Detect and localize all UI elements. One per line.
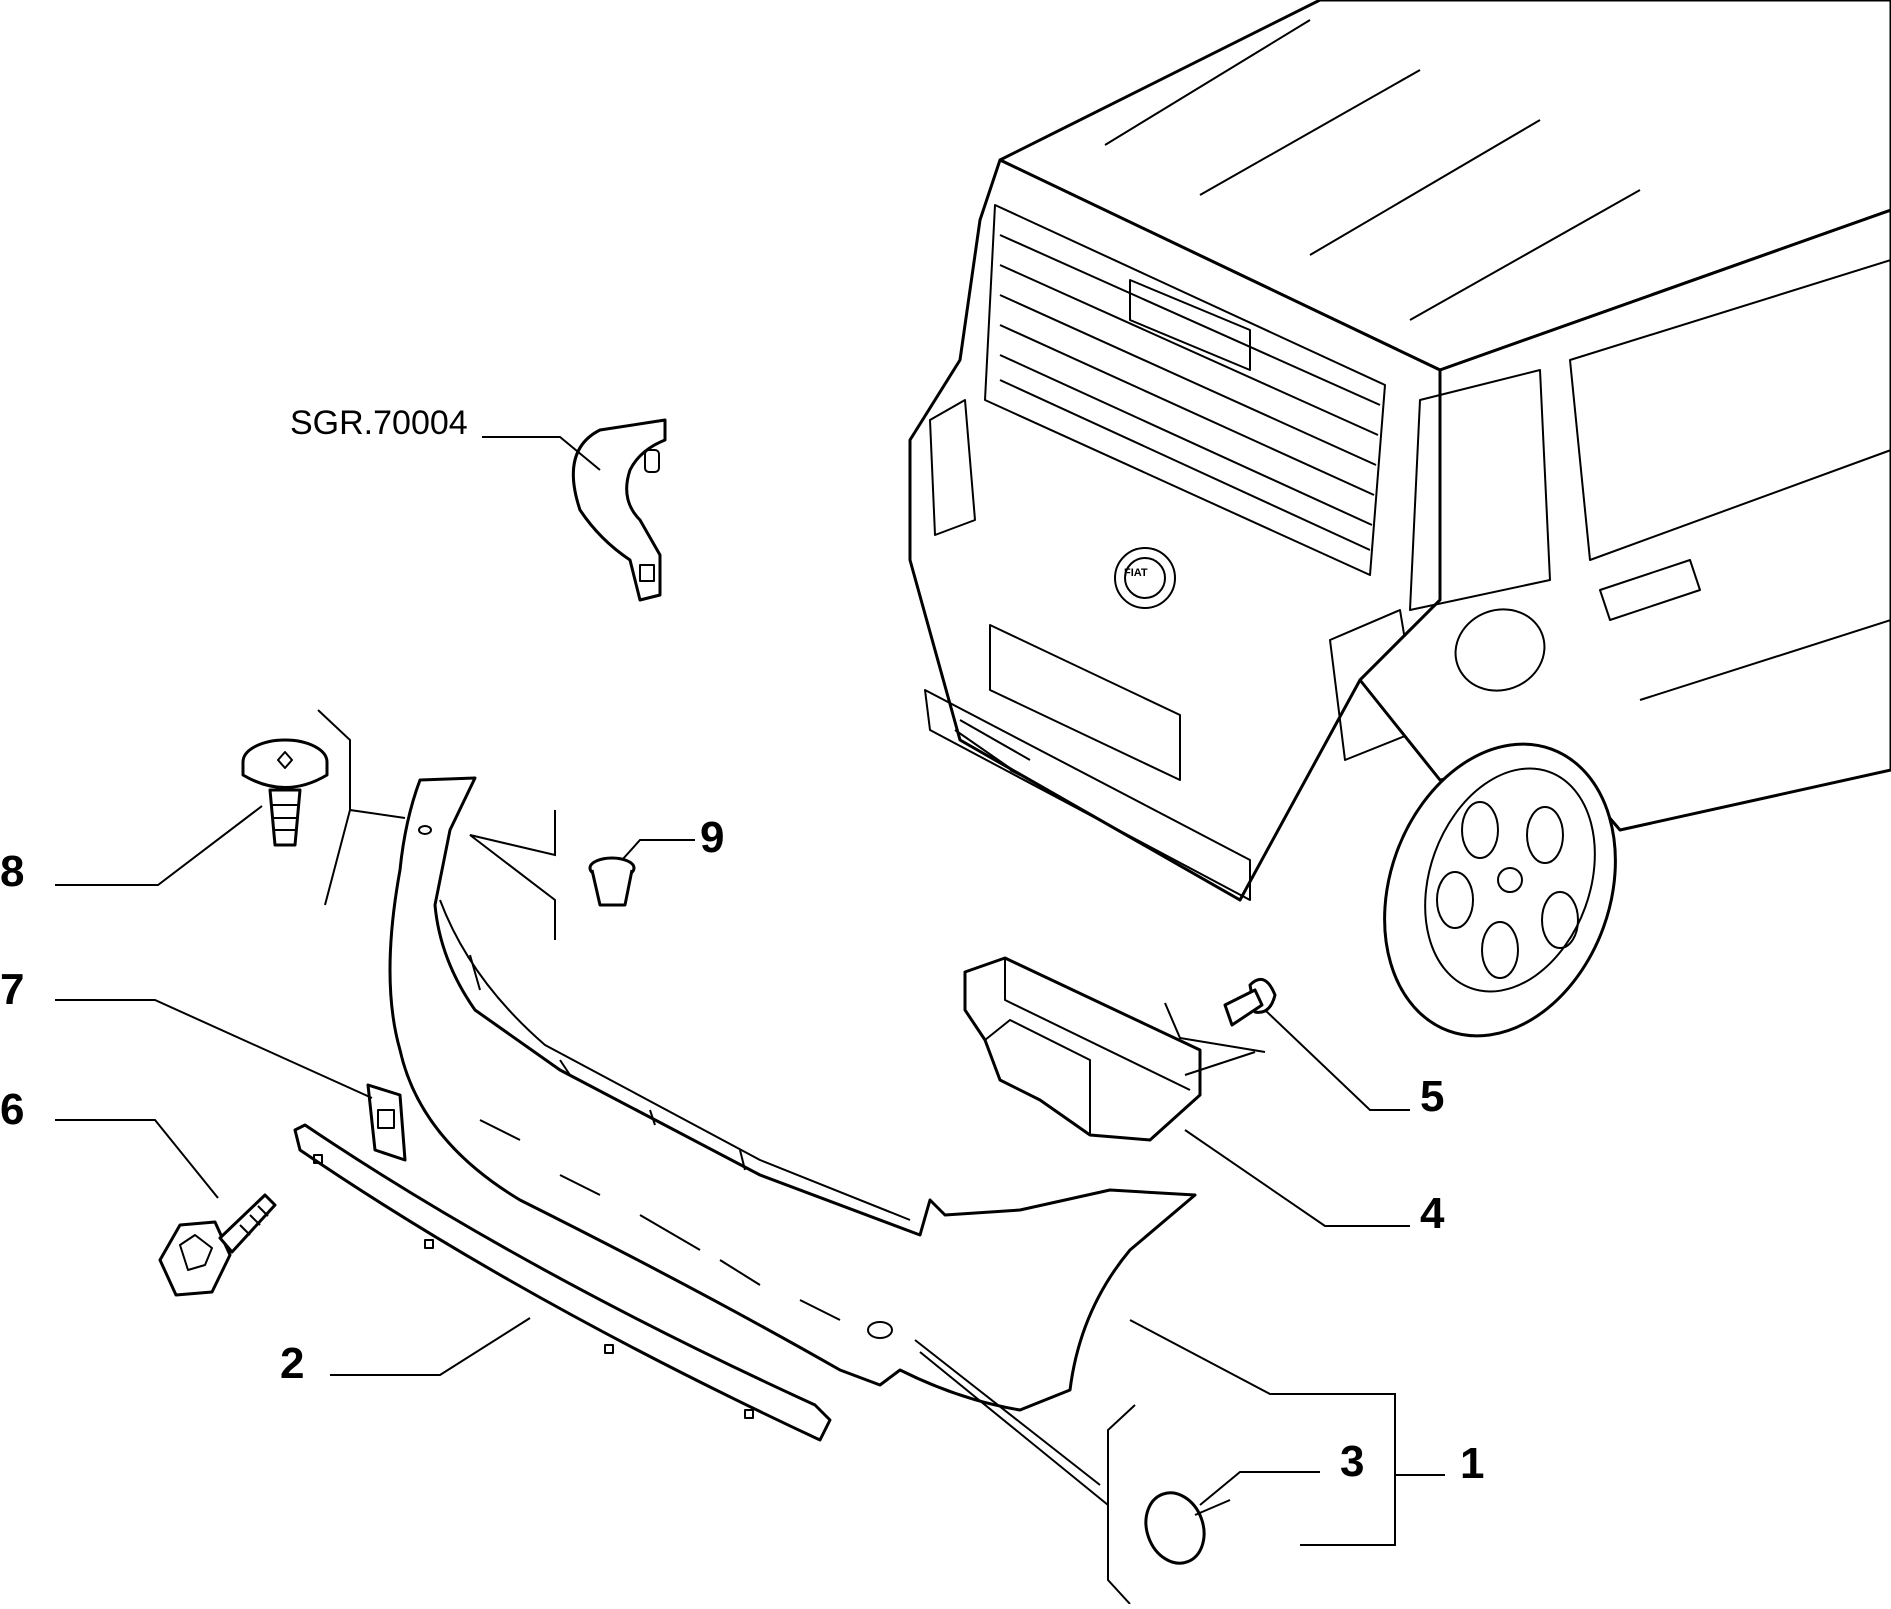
fixing-screw-part: [1223, 977, 1277, 1027]
torx-screw-part: [241, 738, 329, 847]
callout-6: 6: [0, 1085, 25, 1134]
callout-3: 3: [1340, 1437, 1365, 1486]
lower-trim-strip-part: [293, 1123, 832, 1442]
callout-7: 7: [0, 965, 25, 1014]
reference-bracket-part: [571, 418, 667, 602]
rear-bumper-part: [388, 776, 1197, 1412]
vehicle-rear-illustration: [908, 0, 1891, 1038]
reference-code-label: SGR.70004: [290, 404, 468, 442]
callout-9: 9: [700, 813, 725, 862]
leader-lines: [55, 436, 1445, 1605]
callout-5: 5: [1420, 1072, 1445, 1121]
emblem-text: FIAT: [1124, 567, 1148, 579]
callout-1: 1: [1460, 1439, 1485, 1488]
callout-4: 4: [1420, 1189, 1445, 1238]
callout-8: 8: [0, 847, 25, 896]
clip-nut-part: [588, 856, 636, 907]
hex-bolt-part: [158, 1193, 277, 1297]
nut-clip-part: [366, 1083, 407, 1162]
callout-2: 2: [280, 1339, 305, 1388]
tow-hook-cap-part: [1144, 1491, 1231, 1565]
fiat-emblem-icon: [1114, 547, 1176, 609]
impact-absorber-part: [963, 956, 1202, 1142]
